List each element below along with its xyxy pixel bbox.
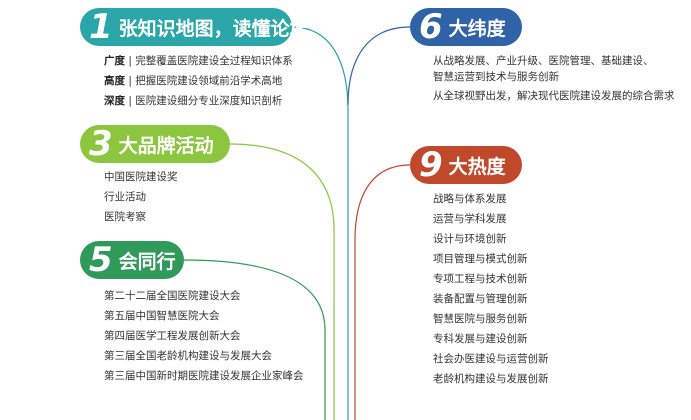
- list-item: 高度 | 把握医院建设领域前沿学术高地: [104, 75, 283, 87]
- list-item: 第三届中国新时期医院建设发展企业家峰会: [104, 370, 304, 382]
- list-item: 中国医院建设奖: [104, 171, 178, 183]
- list-item: 专项工程与技术创新: [433, 273, 528, 285]
- item-key: 深度: [104, 95, 125, 107]
- badge-number: 1: [89, 7, 113, 47]
- list-item: 第五届中国智慧医院大会: [104, 310, 220, 322]
- badge-brand-activities: 3 大品牌活动: [80, 125, 230, 163]
- badge-title: 会同行: [118, 250, 176, 273]
- item-text: 把握医院建设领域前沿学术高地: [135, 75, 283, 87]
- badge-hot-topics: 9 大热度: [410, 146, 522, 184]
- badge-title: 大品牌活动: [118, 134, 214, 157]
- badge-peer-meetings: 5 会同行: [80, 241, 184, 279]
- list-item: 第四届医学工程发展创新大会: [104, 330, 241, 342]
- item-text: 医院建设细分专业深度知识剖析: [135, 95, 283, 107]
- list-item: 广度 | 完整覆盖医院建设全过程知识体系: [104, 55, 293, 67]
- list-item: 第二十二届全国医院建设大会: [104, 290, 241, 302]
- badge-number: 6: [419, 7, 443, 47]
- badge-number: 9: [419, 145, 443, 185]
- list-item: 设计与环境创新: [433, 233, 507, 245]
- list-item: 深度 | 医院建设细分专业深度知识剖析: [104, 95, 283, 107]
- list-item: 项目管理与模式创新: [433, 253, 528, 265]
- list-item: 从全球视野出发，解决现代医院建设发展的综合需求: [433, 90, 675, 102]
- list-item: 装备配置与管理创新: [433, 293, 528, 305]
- list-item: 从战略发展、产业升级、医院管理、基础建设、: [433, 55, 654, 67]
- list-item: 第三届全国老龄机构建设与发展大会: [104, 350, 272, 362]
- badge-knowledge-map: 1 张知识地图，读懂论坛: [80, 7, 309, 47]
- list-item: 运营与学科发展: [433, 213, 507, 225]
- badge-title: 大热度: [448, 155, 506, 178]
- badge-number: 5: [89, 240, 113, 280]
- list-item: 智慧运营到技术与服务创新: [433, 71, 559, 83]
- list-item: 医院考察: [104, 211, 146, 223]
- list-item: 行业活动: [104, 191, 146, 203]
- list-item: 战略与体系发展: [433, 193, 507, 205]
- badge-title: 张知识地图，读懂论坛: [118, 17, 309, 40]
- badge-title: 大纬度: [448, 17, 506, 40]
- item-key: 广度: [104, 55, 125, 67]
- badge-dimensions: 6 大纬度: [410, 8, 522, 46]
- list-item: 老龄机构建设与发展创新: [433, 373, 549, 385]
- list-item: 专科发展与建设创新: [433, 333, 528, 345]
- list-item: 社会办医建设与运营创新: [433, 353, 549, 365]
- item-text: 完整覆盖医院建设全过程知识体系: [135, 55, 293, 67]
- badge-number: 3: [89, 124, 113, 164]
- item-key: 高度: [104, 75, 125, 87]
- list-item: 智慧医院与服务创新: [433, 313, 528, 325]
